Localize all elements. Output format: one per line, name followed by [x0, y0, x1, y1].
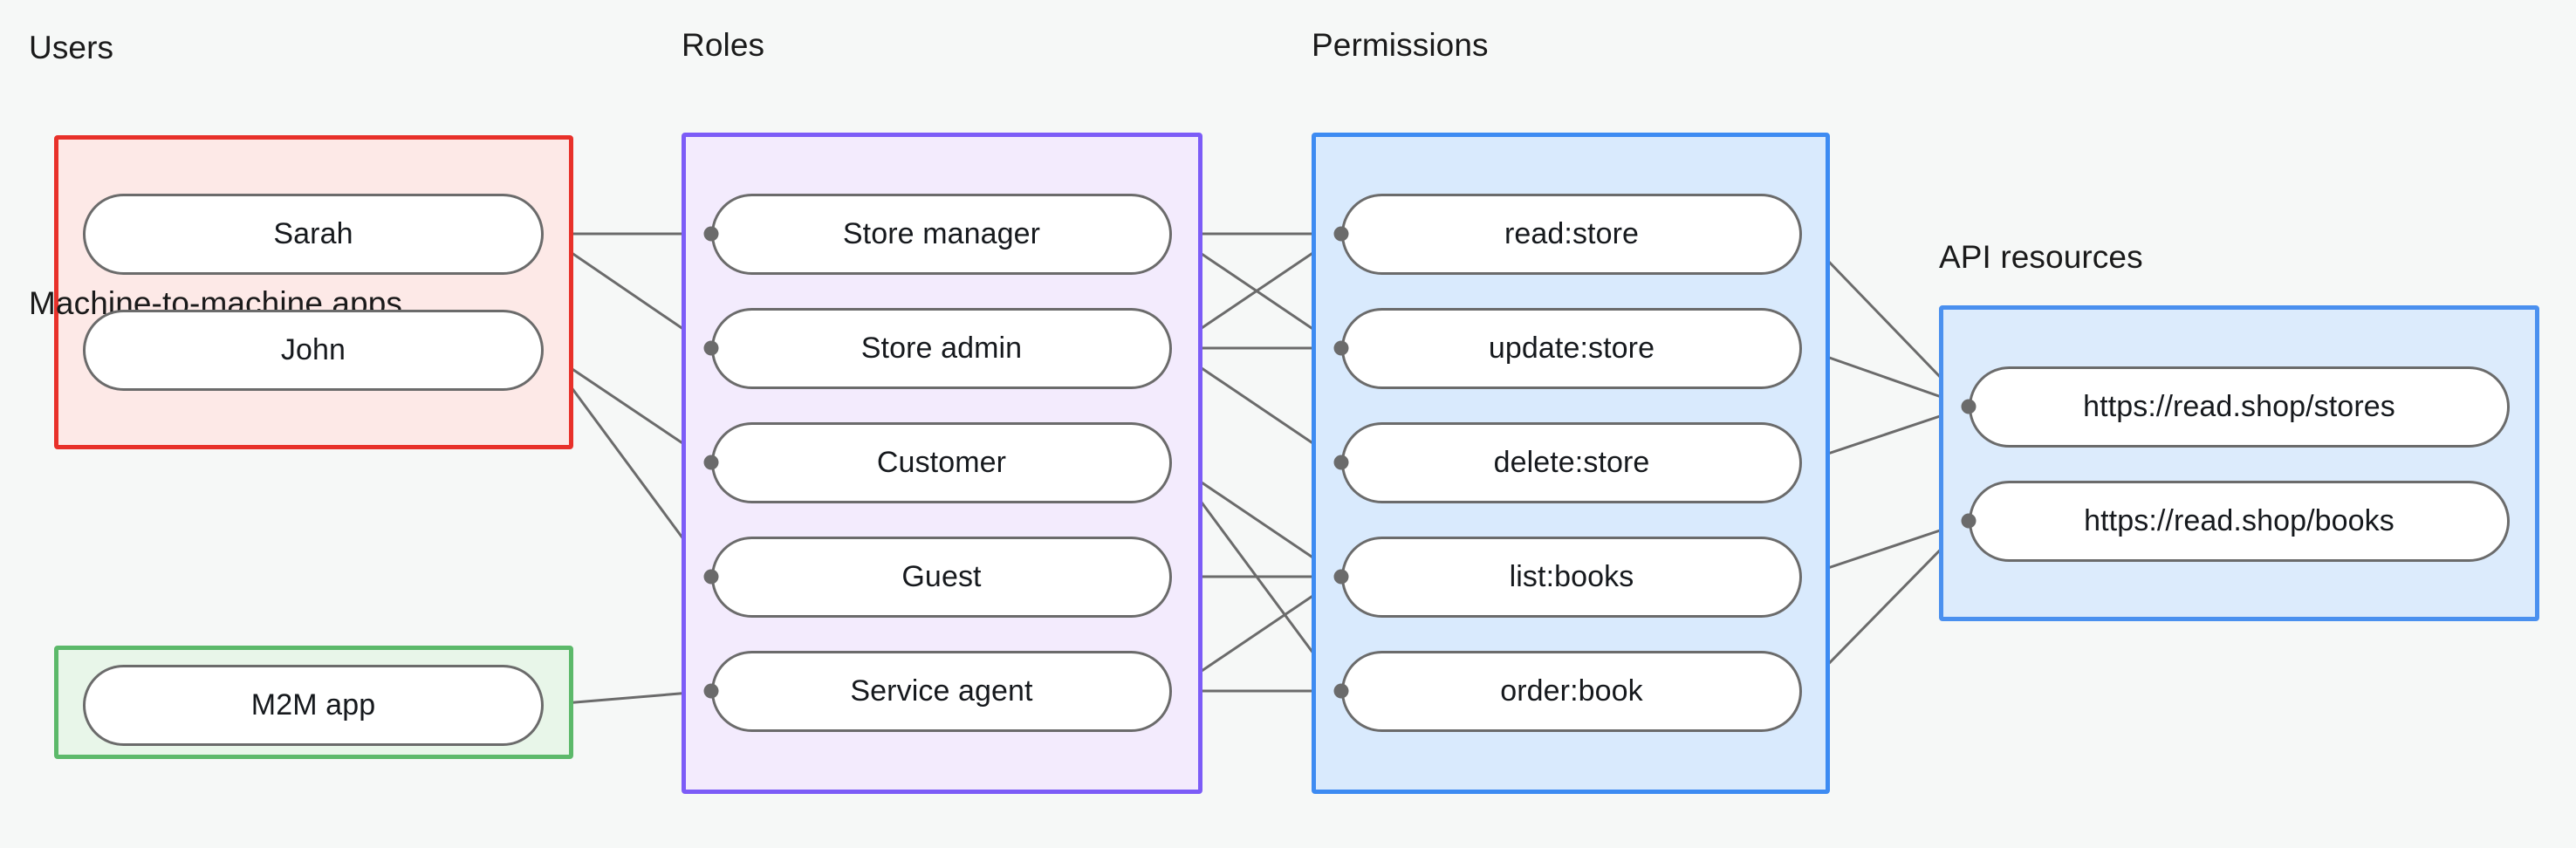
group-title-api: API resources: [1939, 239, 2143, 275]
node-storemgr[interactable]: Store manager: [711, 194, 1172, 275]
connector-dot-svcagent: [703, 683, 719, 699]
connector-dot-updatest: [1333, 340, 1349, 356]
group-title-roles: Roles: [682, 27, 765, 63]
node-m2mapp[interactable]: M2M app: [83, 665, 544, 746]
connector-dot-storemgr: [703, 226, 719, 242]
connector-dot-orderbk: [1333, 683, 1349, 699]
node-apibooks[interactable]: https://read.shop/books: [1969, 481, 2510, 562]
group-title-permissions: Permissions: [1312, 27, 1489, 63]
node-customer[interactable]: Customer: [711, 422, 1172, 503]
connector-dot-storeadm: [703, 340, 719, 356]
node-guest[interactable]: Guest: [711, 537, 1172, 618]
connector-dot-apistore: [1961, 399, 1977, 414]
node-svcagent[interactable]: Service agent: [711, 651, 1172, 732]
node-updatest[interactable]: update:store: [1341, 308, 1802, 389]
group-box-api: [1939, 305, 2539, 621]
node-readst[interactable]: read:store: [1341, 194, 1802, 275]
connector-dot-apibooks: [1961, 513, 1977, 529]
node-storeadm[interactable]: Store admin: [711, 308, 1172, 389]
node-sarah[interactable]: Sarah: [83, 194, 544, 275]
group-box-users: [54, 135, 573, 449]
node-listbk[interactable]: list:books: [1341, 537, 1802, 618]
node-orderbk[interactable]: order:book: [1341, 651, 1802, 732]
group-title-users: Users: [29, 30, 114, 65]
connector-dot-deletest: [1333, 455, 1349, 470]
connector-dot-guest: [703, 569, 719, 585]
connector-dot-customer: [703, 455, 719, 470]
connector-dot-listbk: [1333, 569, 1349, 585]
node-john[interactable]: John: [83, 310, 544, 391]
node-deletest[interactable]: delete:store: [1341, 422, 1802, 503]
connector-dot-readst: [1333, 226, 1349, 242]
node-apistore[interactable]: https://read.shop/stores: [1969, 366, 2510, 448]
